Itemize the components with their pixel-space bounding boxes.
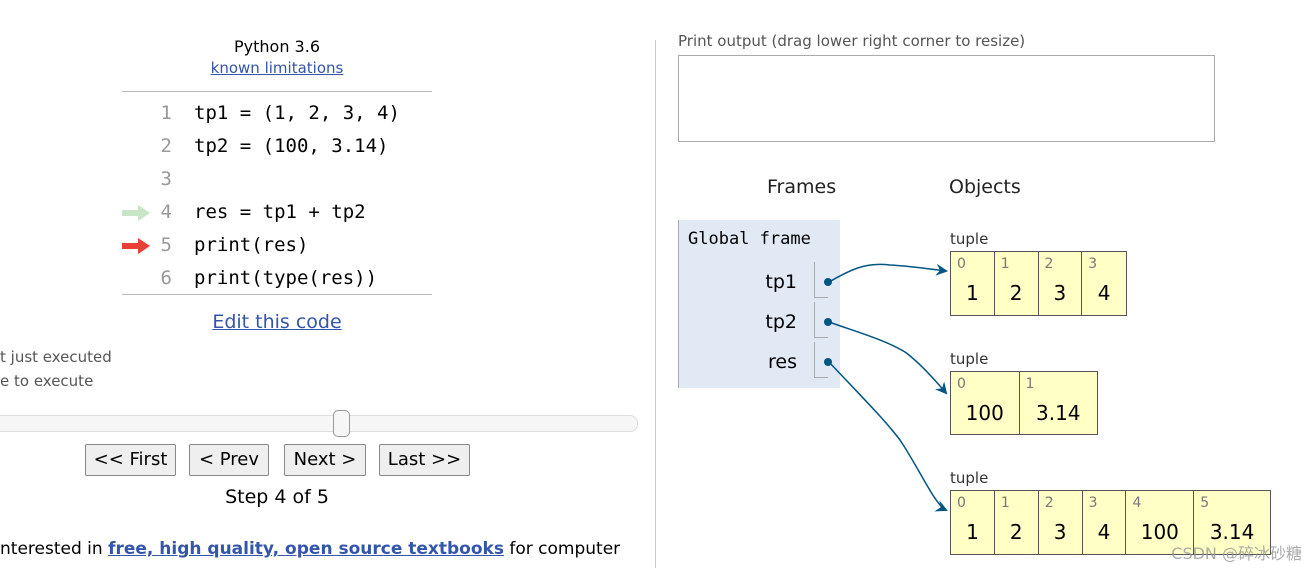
print-output-box[interactable]: [678, 55, 1215, 142]
frames-header: Frames: [767, 176, 837, 198]
footer-post: for computer: [503, 539, 621, 559]
pointer-dot: [824, 318, 832, 326]
known-limitations-link[interactable]: known limitations: [210, 59, 344, 77]
code-line: 5 print(res): [122, 229, 432, 262]
line-number: 1: [160, 102, 172, 124]
code-line: 2 tp2 = (100, 3.14): [122, 130, 432, 163]
next-line-arrow-icon: [122, 238, 150, 254]
step-counter: Step 4 of 5: [225, 486, 329, 508]
code-line: 6 print(type(res)): [122, 262, 432, 295]
just-executed-arrow-icon: [122, 205, 150, 221]
footer-pre: nterested in: [0, 539, 109, 559]
next-button[interactable]: Next >: [284, 444, 366, 476]
pointer-dot: [824, 278, 832, 286]
legend-just-executed: t just executed: [0, 348, 112, 366]
slider-handle[interactable]: [333, 410, 350, 437]
watermark: CSDN @碎冰砂糖: [1171, 544, 1302, 563]
code-text: print(res): [194, 234, 309, 256]
footer-text: nterested in free, high quality, open so…: [0, 539, 620, 559]
variable-value-box: [814, 342, 828, 378]
pointer-arrow-res: [828, 361, 948, 512]
line-number: 3: [160, 168, 172, 190]
line-number: 6: [160, 267, 172, 289]
line-number: 5: [160, 234, 172, 256]
variable-value-box: [814, 262, 828, 298]
last-button[interactable]: Last >>: [379, 444, 470, 476]
code-text: print(type(res)): [194, 267, 378, 289]
global-frame: [678, 220, 840, 388]
variable-value-box: [814, 302, 828, 338]
legend-next-to-execute: e to execute: [0, 372, 94, 390]
code-line: 4 res = tp1 + tp2: [122, 196, 432, 229]
edit-code-link[interactable]: Edit this code: [212, 311, 342, 333]
pointer-dot: [824, 358, 832, 366]
textbooks-link[interactable]: free, high quality, open source textbook…: [108, 539, 504, 559]
frame-name: Global frame: [688, 229, 811, 249]
object-type-label: tuple: [950, 230, 989, 248]
code-line: 3: [122, 163, 432, 196]
code-text: tp1 = (1, 2, 3, 4): [194, 102, 400, 124]
variable-name: tp1: [765, 271, 797, 293]
first-button[interactable]: << First: [85, 444, 176, 476]
variable-name: res: [768, 351, 797, 373]
object-type-label: tuple: [950, 469, 989, 487]
object-type-label: tuple: [950, 350, 989, 368]
pointer-arrow-tp1: [828, 263, 948, 283]
code-display: 1 tp1 = (1, 2, 3, 4) 2 tp2 = (100, 3.14) 3…: [122, 91, 432, 295]
panel-divider[interactable]: [655, 40, 656, 568]
objects-header: Objects: [949, 176, 1021, 198]
step-slider[interactable]: [0, 415, 638, 432]
line-number: 2: [160, 135, 172, 157]
variable-name: tp2: [765, 311, 797, 333]
code-text: tp2 = (100, 3.14): [194, 135, 389, 157]
code-text: res = tp1 + tp2: [194, 201, 366, 223]
prev-button[interactable]: < Prev: [189, 444, 269, 476]
code-line: 1 tp1 = (1, 2, 3, 4): [122, 97, 432, 130]
line-number: 4: [160, 201, 172, 223]
language-title: Python 3.6: [234, 37, 320, 56]
print-output-label: Print output (drag lower right corner to…: [678, 32, 1026, 50]
pointer-arrow-tp2: [828, 321, 948, 395]
